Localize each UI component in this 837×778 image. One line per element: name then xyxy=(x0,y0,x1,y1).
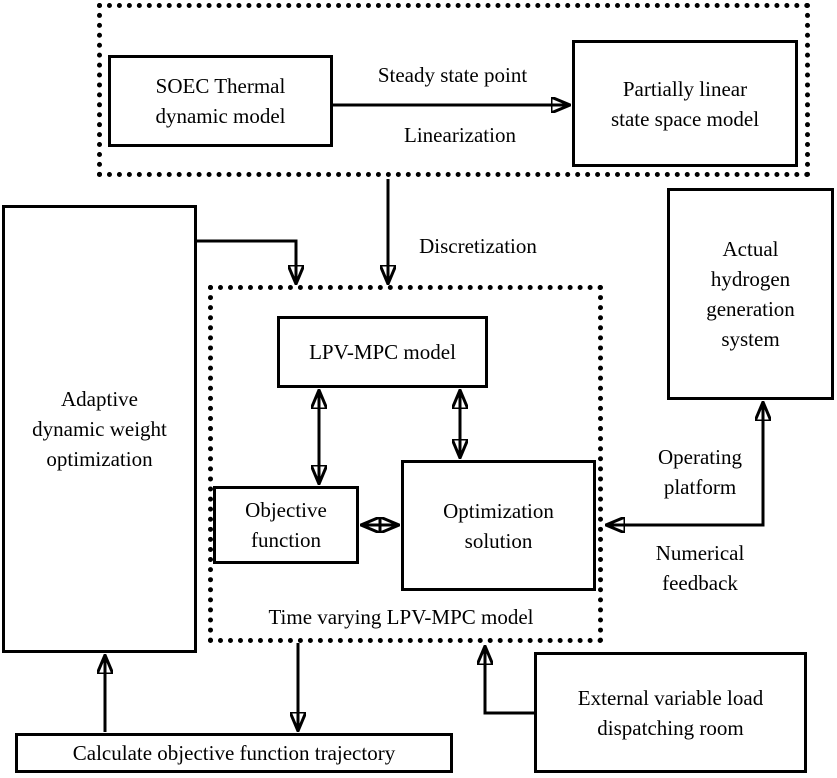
discretization-label: Discretization xyxy=(419,234,537,258)
numerical-feedback-label: Numerical feedback xyxy=(655,541,745,595)
external-load-dispatching-box: External variable load dispatching room xyxy=(534,652,807,773)
optimization-solution-box: Optimization solution xyxy=(401,460,596,591)
linearization-stage-frame xyxy=(97,3,810,177)
steady-state-point-label: Steady state point xyxy=(377,63,528,87)
time-varying-label: Time varying LPV-MPC model xyxy=(268,605,534,629)
partially-linear-state-space-box: Partially linear state space model xyxy=(572,40,798,167)
actual-hydrogen-system-box: Actual hydrogen generation system xyxy=(667,188,834,400)
calculate-trajectory-box: Calculate objective function trajectory xyxy=(15,733,453,773)
adaptive-weight-optimization-box: Adaptive dynamic weight optimization xyxy=(2,205,197,653)
operating-platform-label: Operating platform xyxy=(658,445,742,499)
soec-thermal-model-box: SOEC Thermal dynamic model xyxy=(108,55,333,147)
arrow-adaptive-to-mpc-frame xyxy=(197,239,296,284)
lpv-mpc-model-box: LPV-MPC model xyxy=(277,316,488,388)
arrow-external-to-mpc-frame xyxy=(485,646,534,715)
objective-function-box: Objective function xyxy=(213,486,359,564)
time-varying-mpc-frame xyxy=(208,285,603,643)
linearization-label: Linearization xyxy=(404,123,516,147)
